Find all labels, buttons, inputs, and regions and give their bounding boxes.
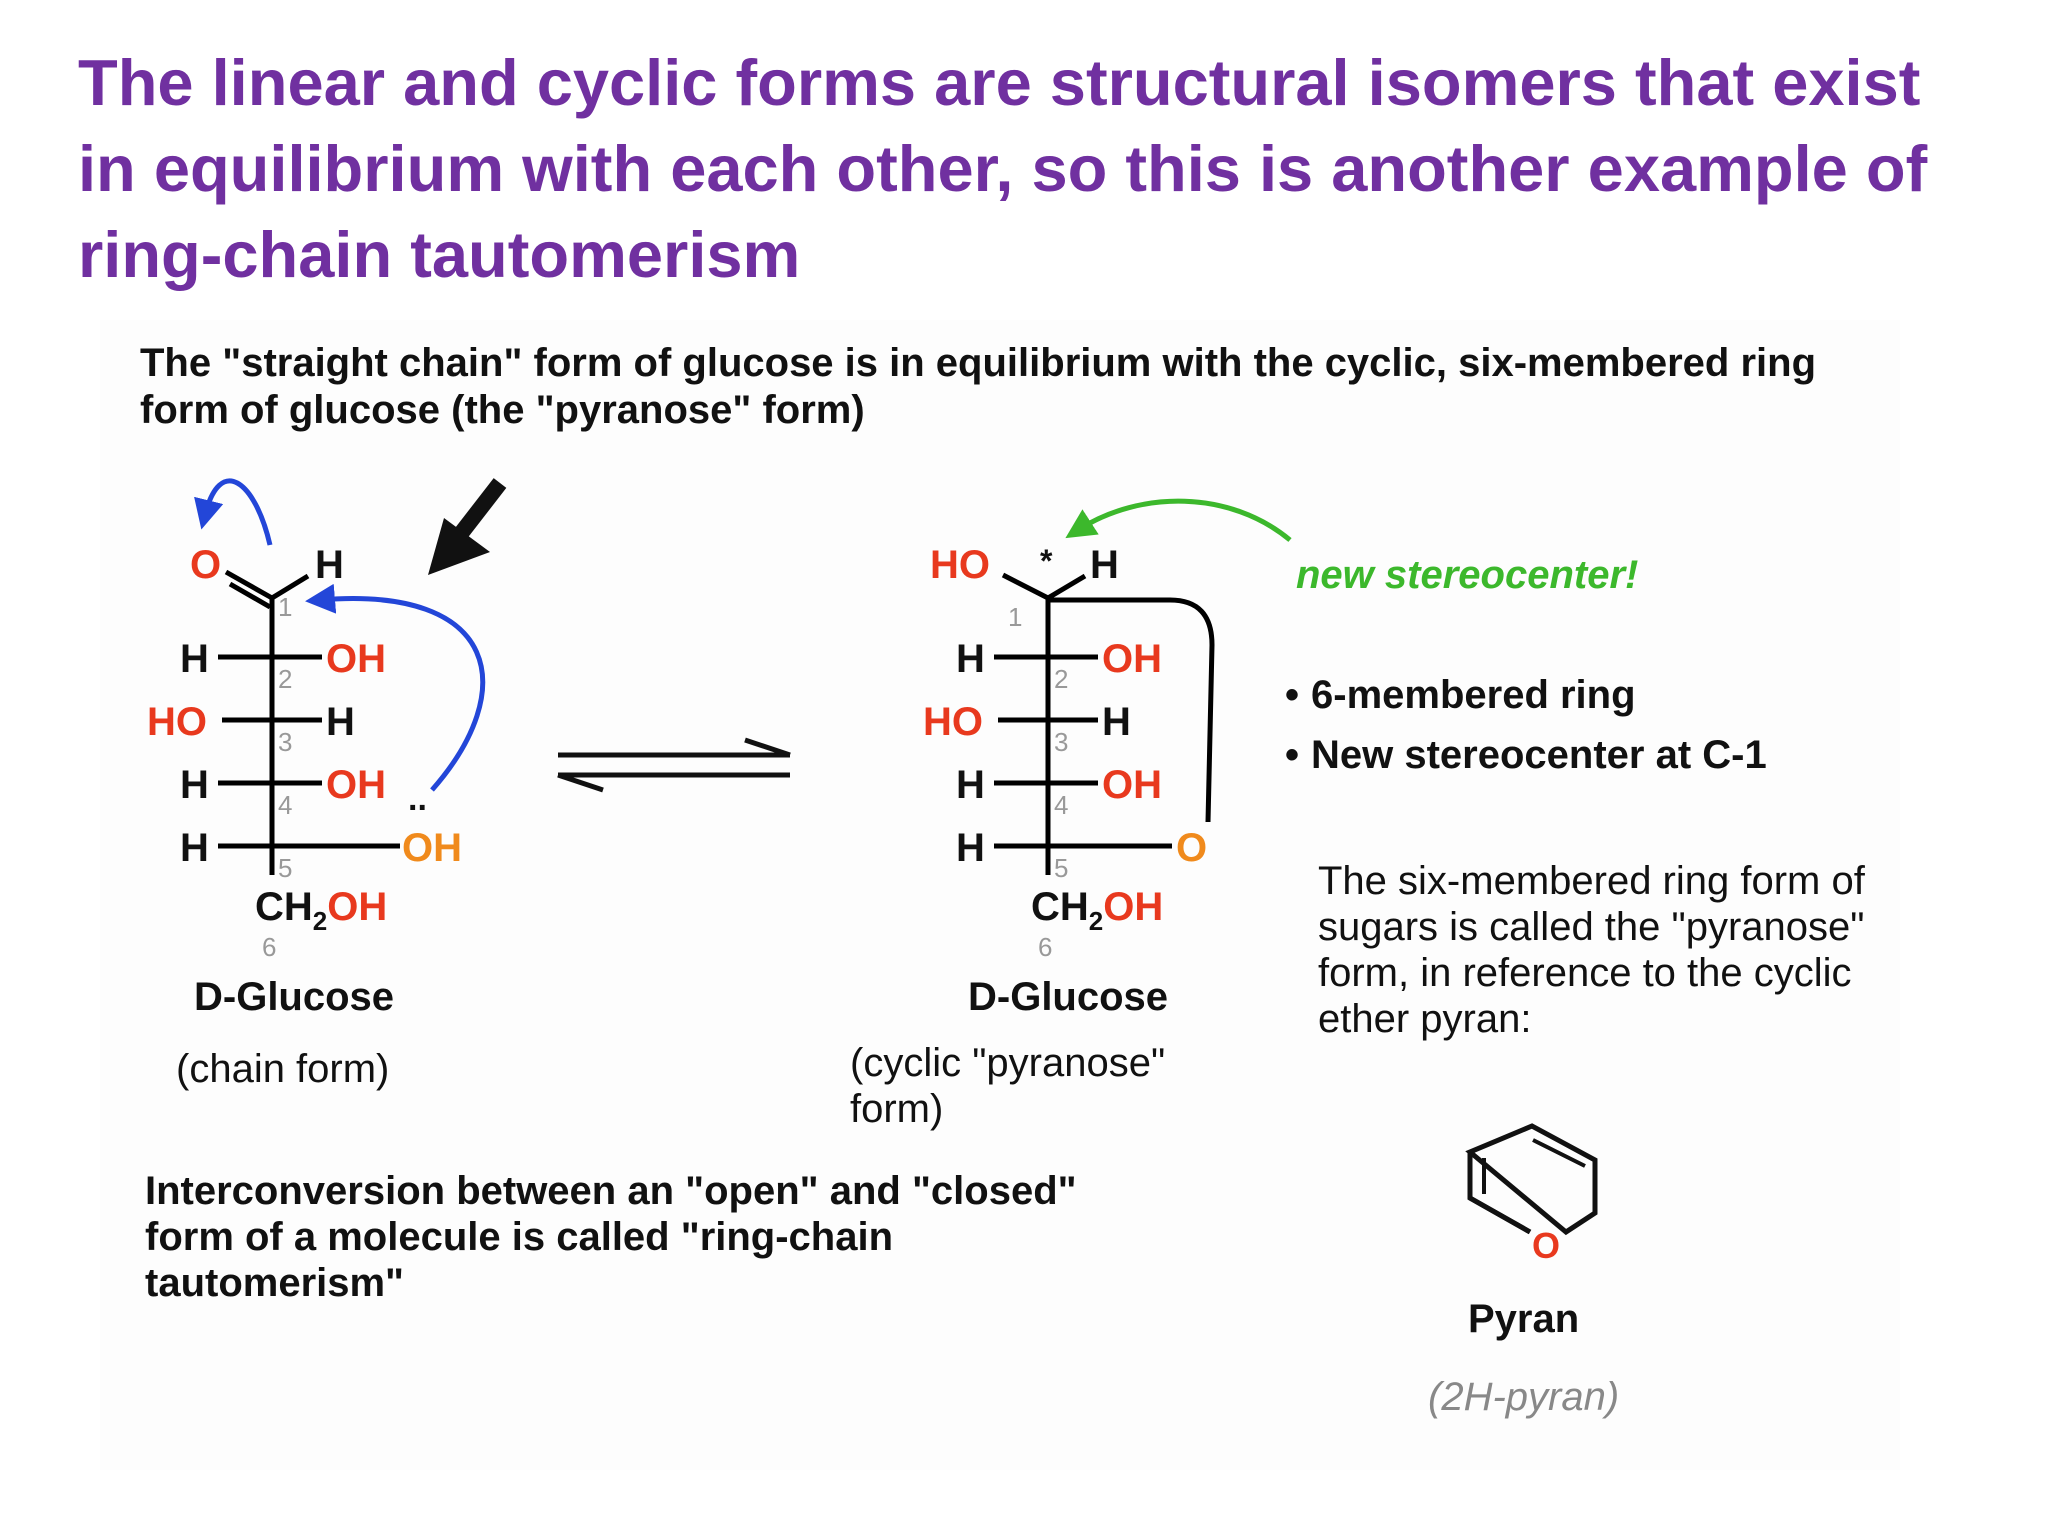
chain-c4-left: H <box>180 763 209 807</box>
cyclic-c4-left: H <box>956 763 985 807</box>
cyclic-locant-5: 5 <box>1054 853 1068 883</box>
cyclic-name: D-Glucose <box>968 975 1168 1019</box>
chain-form-label: (chain form) <box>176 1047 389 1091</box>
aldehyde-h-bond <box>270 573 310 601</box>
anomeric-oh-bond <box>1001 572 1050 601</box>
cyclic-locant-3: 3 <box>1054 727 1068 757</box>
chain-c5-left: H <box>180 826 209 870</box>
cyclic-c1-h: H <box>1090 543 1119 587</box>
chain-locant-2: 2 <box>278 664 292 694</box>
ring-closure-bond <box>1048 597 1215 823</box>
bullet-dot: • <box>1285 733 1300 777</box>
cyclic-ch2oh: CH2OH <box>1031 885 1163 936</box>
lone-pair: .. <box>408 780 427 818</box>
carbonyl-bond-second <box>228 581 272 610</box>
new-stereocenter-label: new stereocenter! <box>1296 553 1638 597</box>
chain-c1-hydrogen: H <box>315 543 344 587</box>
carbonyl-bond <box>224 569 274 601</box>
pyran-oxygen: O <box>1532 1225 1560 1266</box>
chain-c4-right: OH <box>326 763 386 807</box>
pyran-note: The six-membered ring form of sugars is … <box>1318 859 1865 1041</box>
curved-arrow-icon <box>194 478 273 546</box>
chain-c1-oxygen: O <box>190 543 221 587</box>
bullet-item: •New stereocenter at C-1 <box>1285 725 1767 785</box>
cyclic-c3-left: HO <box>923 700 983 744</box>
intro-caption: The "straight chain" form of glucose is … <box>140 341 1817 432</box>
cyclic-locant-4: 4 <box>1054 790 1068 820</box>
curved-arrow-icon <box>1065 498 1292 542</box>
cyclic-c1-ho: HO <box>930 543 990 587</box>
chain-name: D-Glucose <box>194 975 394 1019</box>
chain-c3-left: HO <box>147 700 207 744</box>
bullet-dot: • <box>1285 673 1300 717</box>
stereocenter-star: * <box>1040 543 1053 579</box>
down-left-arrow-icon <box>428 478 507 575</box>
bullet-item: •6-membered ring <box>1285 665 1767 725</box>
chain-locant-1: 1 <box>278 592 292 622</box>
cyclic-c2-left: H <box>956 637 985 681</box>
chain-c5-right: OH <box>402 826 462 870</box>
chain-c3-right: H <box>326 700 355 744</box>
bullet-text: New stereocenter at C-1 <box>1311 733 1767 777</box>
cyclic-form-structure: HO * H H OH HO H H OH H O CH2OH 1 2 3 4 … <box>850 543 1215 1131</box>
cyclic-c4-right: OH <box>1102 763 1162 807</box>
chain-c2-left: H <box>180 637 209 681</box>
equilibrium-arrows-icon <box>557 737 791 793</box>
pyran-ring-icon: O <box>1465 1123 1598 1266</box>
headline: The linear and cyclic forms are structur… <box>78 46 1928 291</box>
pyran-alt-name: (2H-pyran) <box>1428 1375 1619 1419</box>
cyclic-locant-2: 2 <box>1054 664 1068 694</box>
chain-locant-5: 5 <box>278 853 292 883</box>
summary-bullets: •6-membered ring •New stereocenter at C-… <box>1285 665 1767 785</box>
chain-locant-6: 6 <box>262 932 276 962</box>
chain-locant-4: 4 <box>278 790 292 820</box>
pyran-name: Pyran <box>1468 1297 1579 1341</box>
chain-c2-right: OH <box>326 637 386 681</box>
cyclic-locant-1: 1 <box>1008 602 1022 632</box>
tautomerism-definition: Interconversion between an "open" and "c… <box>145 1169 1077 1305</box>
cyclic-c2-right: OH <box>1102 637 1162 681</box>
bullet-text: 6-membered ring <box>1311 673 1636 717</box>
cyclic-locant-6: 6 <box>1038 932 1052 962</box>
cyclic-c3-right: H <box>1102 700 1131 744</box>
figure-panel <box>100 320 1900 1470</box>
anomeric-h-bond <box>1046 573 1087 601</box>
cyclic-form-label-line2: form) <box>850 1087 943 1131</box>
curved-arrow-icon <box>305 583 486 792</box>
cyclic-c5-left: H <box>956 826 985 870</box>
chain-ch2oh: CH2OH <box>255 885 387 936</box>
chain-locant-3: 3 <box>278 727 292 757</box>
chain-form-structure: O H H OH HO H H OH H OH .. CH2OH 1 2 3 4… <box>147 543 462 1091</box>
ring-oxygen: O <box>1176 826 1207 870</box>
cyclic-form-label-line1: (cyclic "pyranose" <box>850 1041 1165 1085</box>
